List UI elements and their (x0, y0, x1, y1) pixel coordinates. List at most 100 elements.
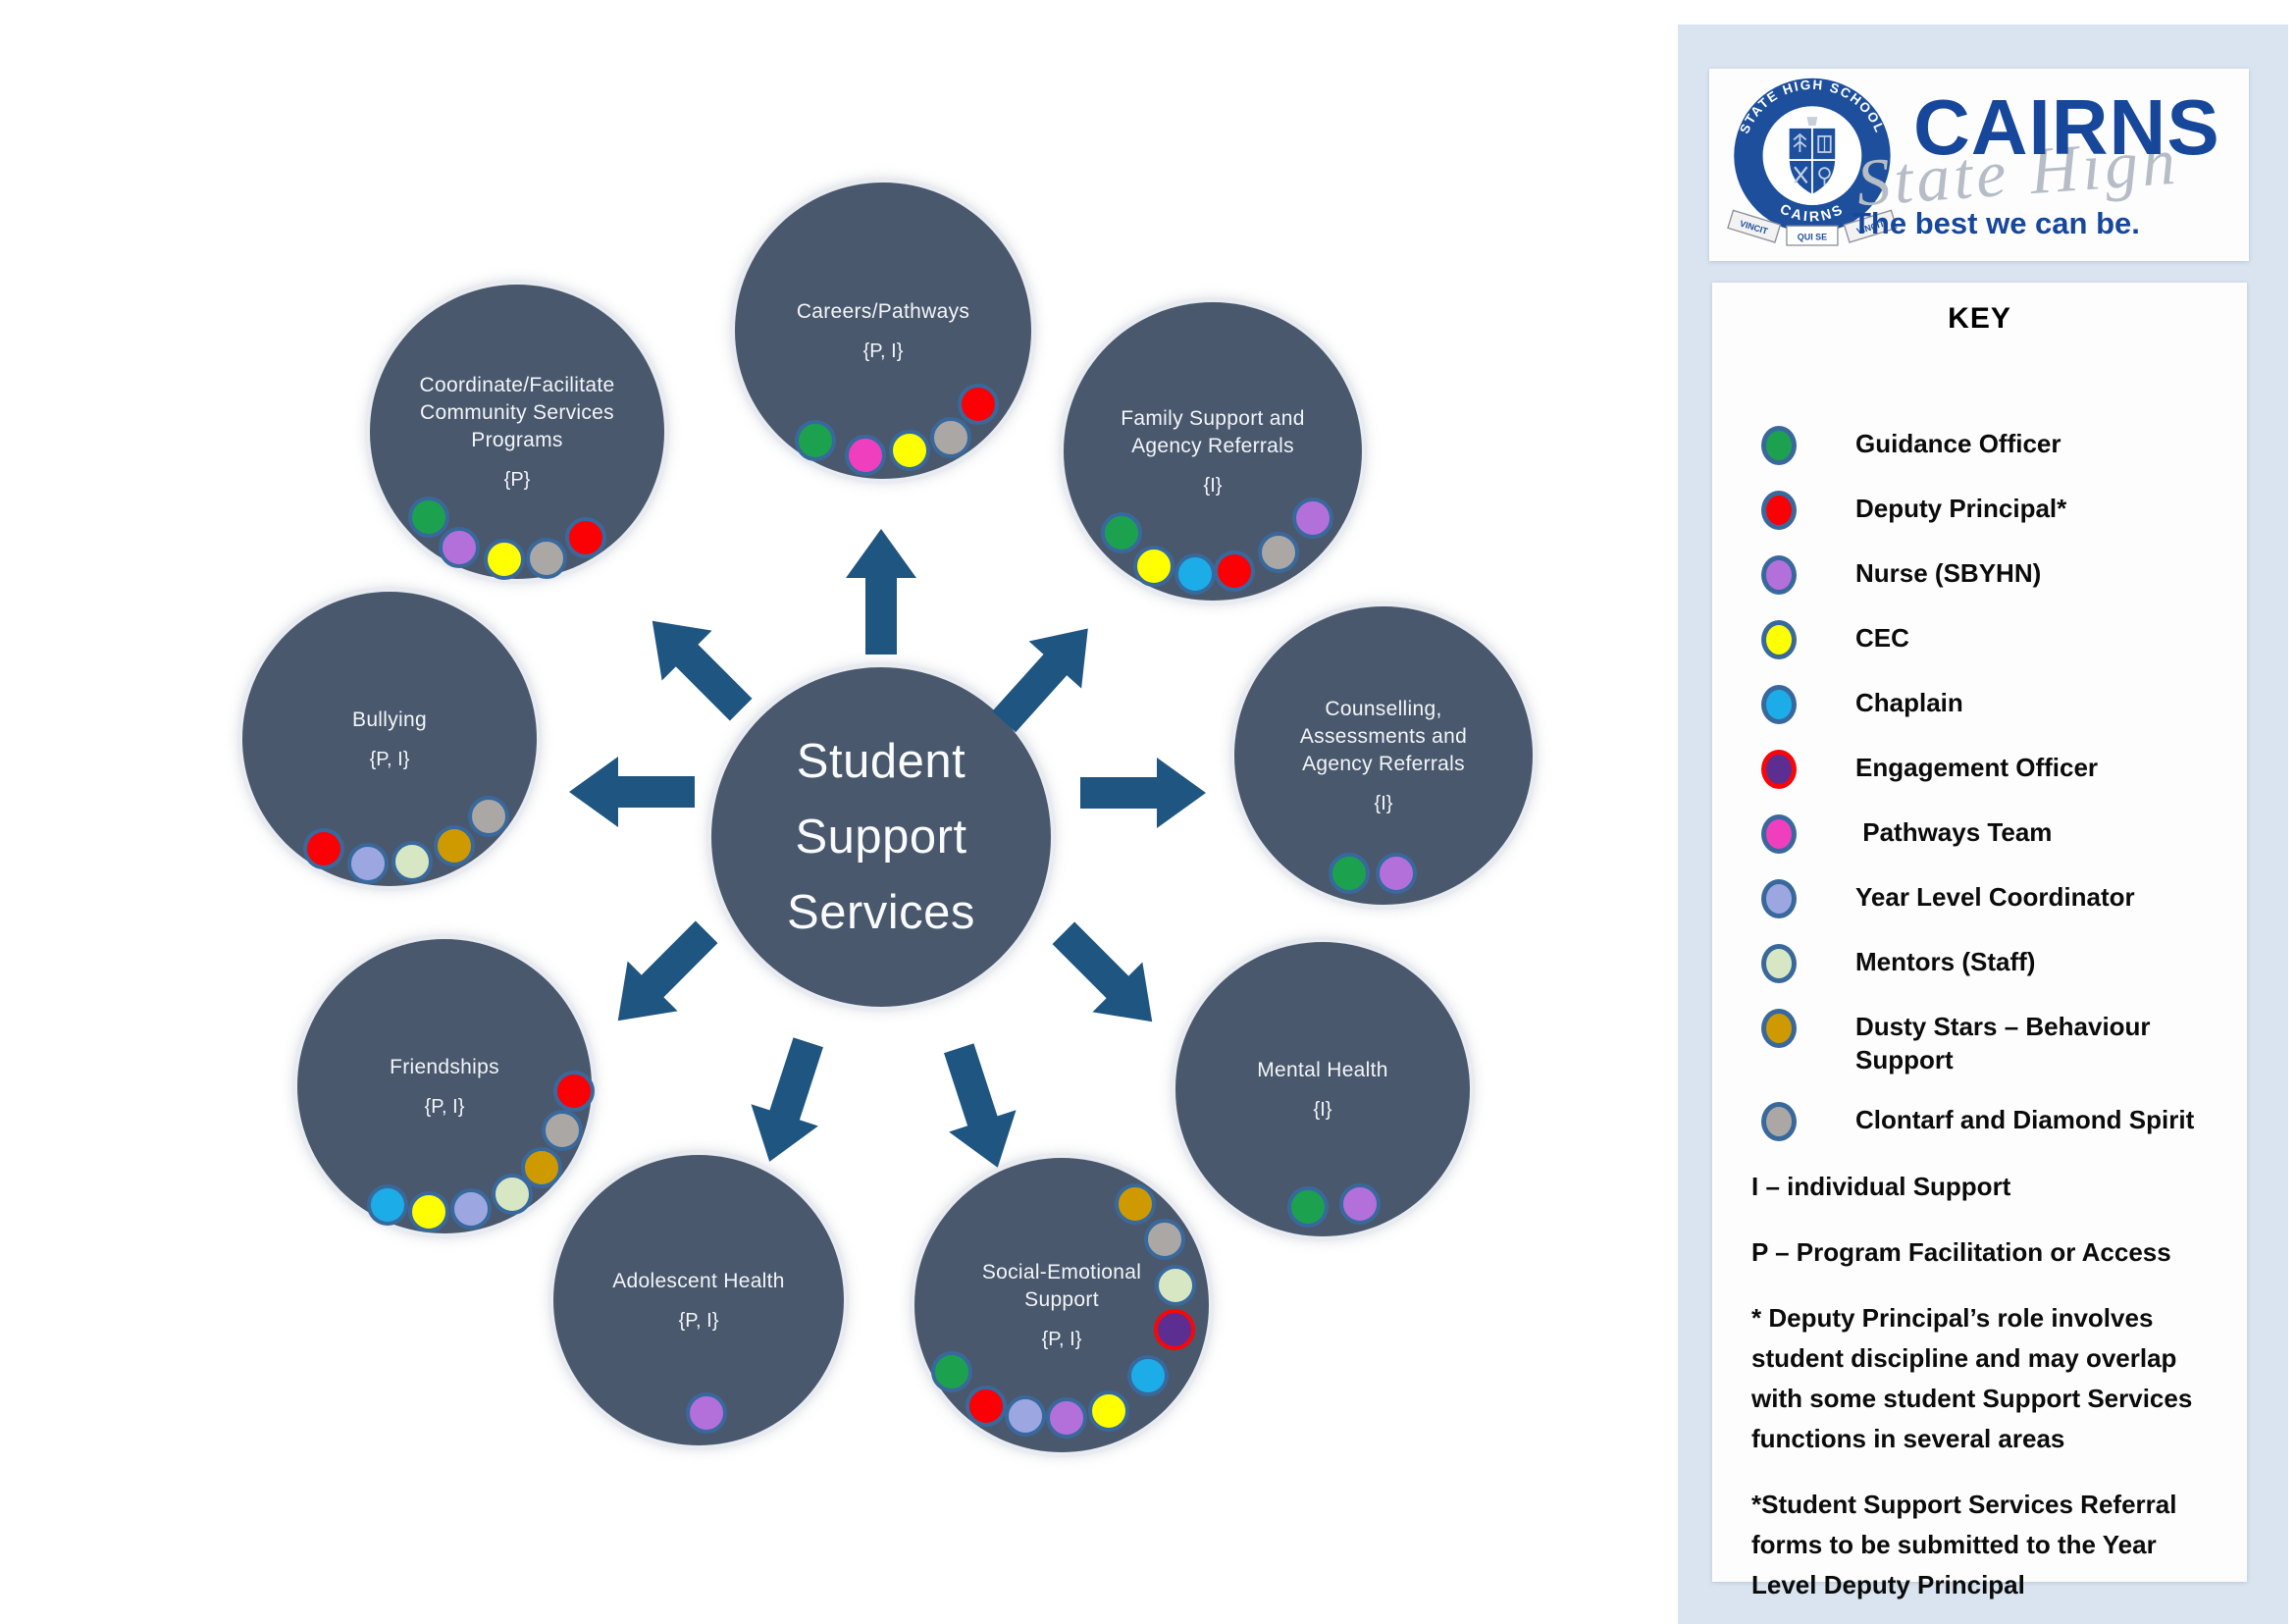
guidance-dot (1101, 512, 1142, 553)
pathways-legend-dot (1761, 814, 1797, 854)
key-entry-clontarf: Clontarf and Diamond Spirit (1751, 1102, 2208, 1141)
school-logo: STATE HIGH SCHOOL CAIRNS (1709, 69, 2249, 261)
crest-shield (1787, 117, 1838, 196)
circle-text: Adolescent Health{P, I} (553, 1155, 844, 1445)
cec-dot (1088, 1390, 1129, 1432)
cec-dot (1133, 546, 1174, 587)
key-entry-label: Clontarf and Diamond Spirit (1855, 1105, 2195, 1134)
chaplain-legend-dot (1761, 685, 1797, 724)
circle-careers: Careers/Pathways {P, I} (735, 183, 1031, 479)
nurse-legend-dot (1761, 555, 1797, 595)
key-entry-label: Mentors (Staff) (1855, 947, 2036, 976)
mentors-dot (391, 841, 433, 882)
engagement-dot (1154, 1309, 1195, 1350)
center-line: Student (796, 734, 966, 788)
key-entry-label: Chaplain (1855, 688, 1963, 717)
arrow-family-support (992, 628, 1088, 733)
nurse-dot (1292, 498, 1333, 539)
key-note-3: *Student Support Services Referral forms… (1751, 1490, 2177, 1599)
key-entry-label: Engagement Officer (1855, 753, 2099, 782)
dusty-dot (1115, 1183, 1156, 1225)
circle-tag: {P, I} (1041, 1329, 1082, 1350)
center-line: Services (787, 885, 975, 939)
center-line: Support (795, 810, 967, 864)
clontarf-dot (930, 417, 971, 458)
clontarf-legend-dot (1761, 1102, 1797, 1141)
circle-text: Bullying{P, I} (242, 592, 537, 886)
clontarf-dot (542, 1110, 583, 1151)
circle-tag: {P} (503, 469, 531, 491)
deputy-dot (303, 828, 344, 869)
key-note-0: I – individual Support (1751, 1172, 2011, 1201)
key-entry-label: Nurse (SBYHN) (1855, 558, 2042, 588)
circle-tag: {I} (1374, 793, 1393, 814)
chaplain-dot (1127, 1355, 1169, 1396)
crest-motto-ribbon: VINCIT QUI SE VINCIT (1727, 209, 1898, 246)
mentors-legend-dot (1761, 944, 1797, 983)
logo-tagline: The best we can be. (1852, 206, 2140, 240)
circle-text: Friendships{P, I} (297, 939, 592, 1233)
clontarf-dot (468, 796, 509, 837)
deputy-dot (958, 384, 999, 425)
deputy-dot (965, 1386, 1007, 1427)
cec-dot (889, 430, 930, 471)
circle-tag: {P, I} (369, 749, 410, 770)
ylc-dot (1005, 1395, 1046, 1437)
guidance-dot (795, 420, 836, 461)
circle-tag: {P, I} (862, 341, 904, 362)
circle-text: Careers/Pathways {P, I} (735, 183, 1031, 479)
key-entry-nurse: Nurse (SBYHN) (1751, 555, 2208, 595)
key-entry-ylc: Year Level Coordinator (1751, 879, 2208, 918)
arrow-mental-health (1052, 921, 1153, 1022)
nurse-dot (1376, 853, 1417, 894)
key-entry-deputy: Deputy Principal* (1751, 491, 2208, 530)
key-title: KEY (1948, 302, 2011, 335)
arrow-bullying (569, 757, 695, 827)
chaplain-dot (1174, 553, 1216, 595)
circle-bullying: Bullying{P, I} (242, 592, 537, 886)
circle-tag: {I} (1203, 475, 1223, 497)
key-entry-label: Guidance Officer (1855, 429, 2061, 458)
ylc-dot (347, 843, 389, 884)
guidance-dot (1287, 1186, 1329, 1228)
key-entry-mentors: Mentors (Staff) (1751, 944, 2208, 983)
diagram-area: Student Support Services Careers/Pathway… (242, 183, 1533, 1452)
circle-tag: {P, I} (678, 1310, 719, 1332)
motto-segment: QUI SE (1798, 233, 1827, 242)
dusty-legend-dot (1761, 1009, 1797, 1048)
clontarf-dot (1144, 1219, 1185, 1260)
guidance-dot (931, 1351, 972, 1392)
circle-tag: {P, I} (424, 1096, 465, 1118)
ylc-dot (450, 1188, 492, 1230)
key-entry-chaplain: Chaplain (1751, 685, 2208, 724)
arrow-friendships (617, 920, 718, 1022)
key-entry-engagement: Engagement Officer (1751, 750, 2208, 789)
key-entry-label: Year Level Coordinator (1855, 882, 2135, 912)
arrow-careers (846, 529, 916, 655)
engagement-legend-dot (1761, 750, 1797, 789)
circle-label: Careers/Pathways (796, 300, 970, 323)
circle-text: Mental Health{I} (1175, 942, 1470, 1236)
pathways-dot (845, 435, 886, 476)
circle-label: Mental Health (1257, 1059, 1388, 1081)
mentors-dot (1155, 1265, 1196, 1306)
circle-mental-health: Mental Health{I} (1175, 942, 1470, 1236)
circle-adolescent-health: Adolescent Health{P, I} (553, 1155, 844, 1445)
deputy-dot (1214, 550, 1255, 592)
nurse-dot (1339, 1183, 1381, 1225)
dusty-dot (434, 825, 475, 866)
deputy-dot (553, 1071, 595, 1112)
cec-dot (484, 539, 525, 580)
logo-wordmark: CAIRNS (1913, 83, 2220, 171)
arrow-coordinate-community (652, 620, 753, 721)
deputy-dot (565, 517, 606, 558)
